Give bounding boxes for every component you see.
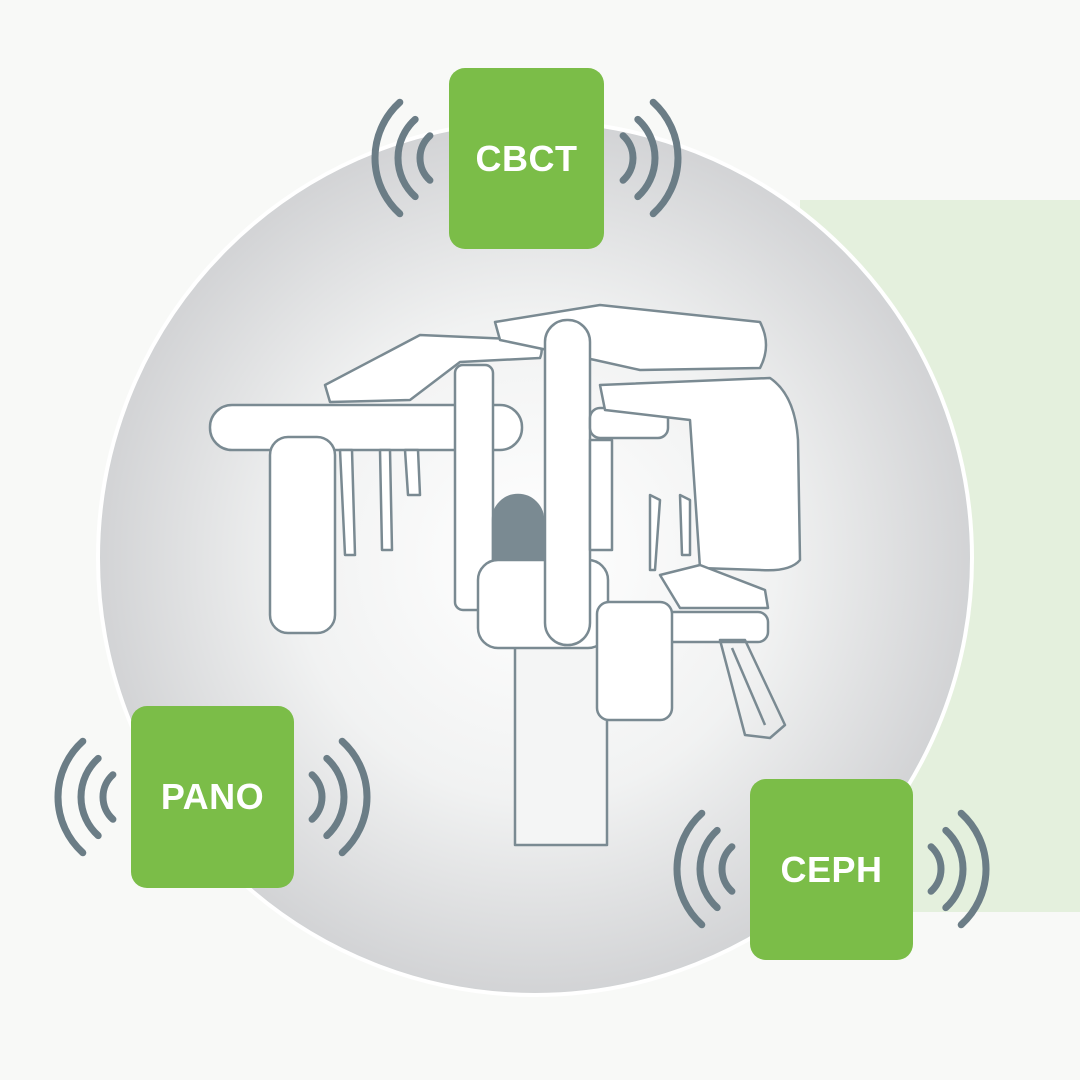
mode-badge-ceph: CEPH [750, 779, 913, 960]
signal-wave-icon-ceph-right-1 [927, 843, 945, 895]
signal-wave-icon-ceph-right-3 [957, 809, 990, 929]
signal-wave-icon-ceph-right-2 [942, 826, 967, 912]
signal-wave-icon-ceph-left-2 [696, 826, 721, 912]
signal-wave-icon-cbct-right-2 [634, 115, 659, 201]
signal-waves [54, 98, 990, 929]
mode-label-pano: PANO [160, 776, 265, 817]
signal-wave-icon-ceph-left-3 [673, 809, 706, 929]
mode-label-ceph: CEPH [780, 848, 883, 890]
mode-label-cbct: CBCT [475, 137, 578, 179]
signal-wave-icon-ceph-left-1 [718, 843, 736, 895]
mode-badge-pano: PANO [131, 706, 294, 888]
signal-wave-icon-pano-left-1 [99, 771, 117, 823]
signal-wave-icon-pano-left-3 [54, 737, 87, 857]
signal-wave-icon-cbct-left-3 [371, 98, 404, 218]
signal-wave-icon-cbct-right-3 [649, 98, 682, 218]
signal-wave-icon-cbct-right-1 [619, 132, 637, 184]
mode-badge-cbct: CBCT [449, 68, 604, 249]
signal-wave-icon-pano-right-2 [323, 754, 348, 840]
signal-wave-icon-pano-right-3 [338, 737, 371, 857]
signal-wave-icon-cbct-left-2 [394, 115, 419, 201]
signal-wave-icon-cbct-left-1 [416, 132, 434, 184]
signal-wave-icon-pano-right-1 [308, 771, 326, 823]
signal-wave-icon-pano-left-2 [77, 754, 102, 840]
dental-xray-machine-icon [208, 303, 802, 847]
